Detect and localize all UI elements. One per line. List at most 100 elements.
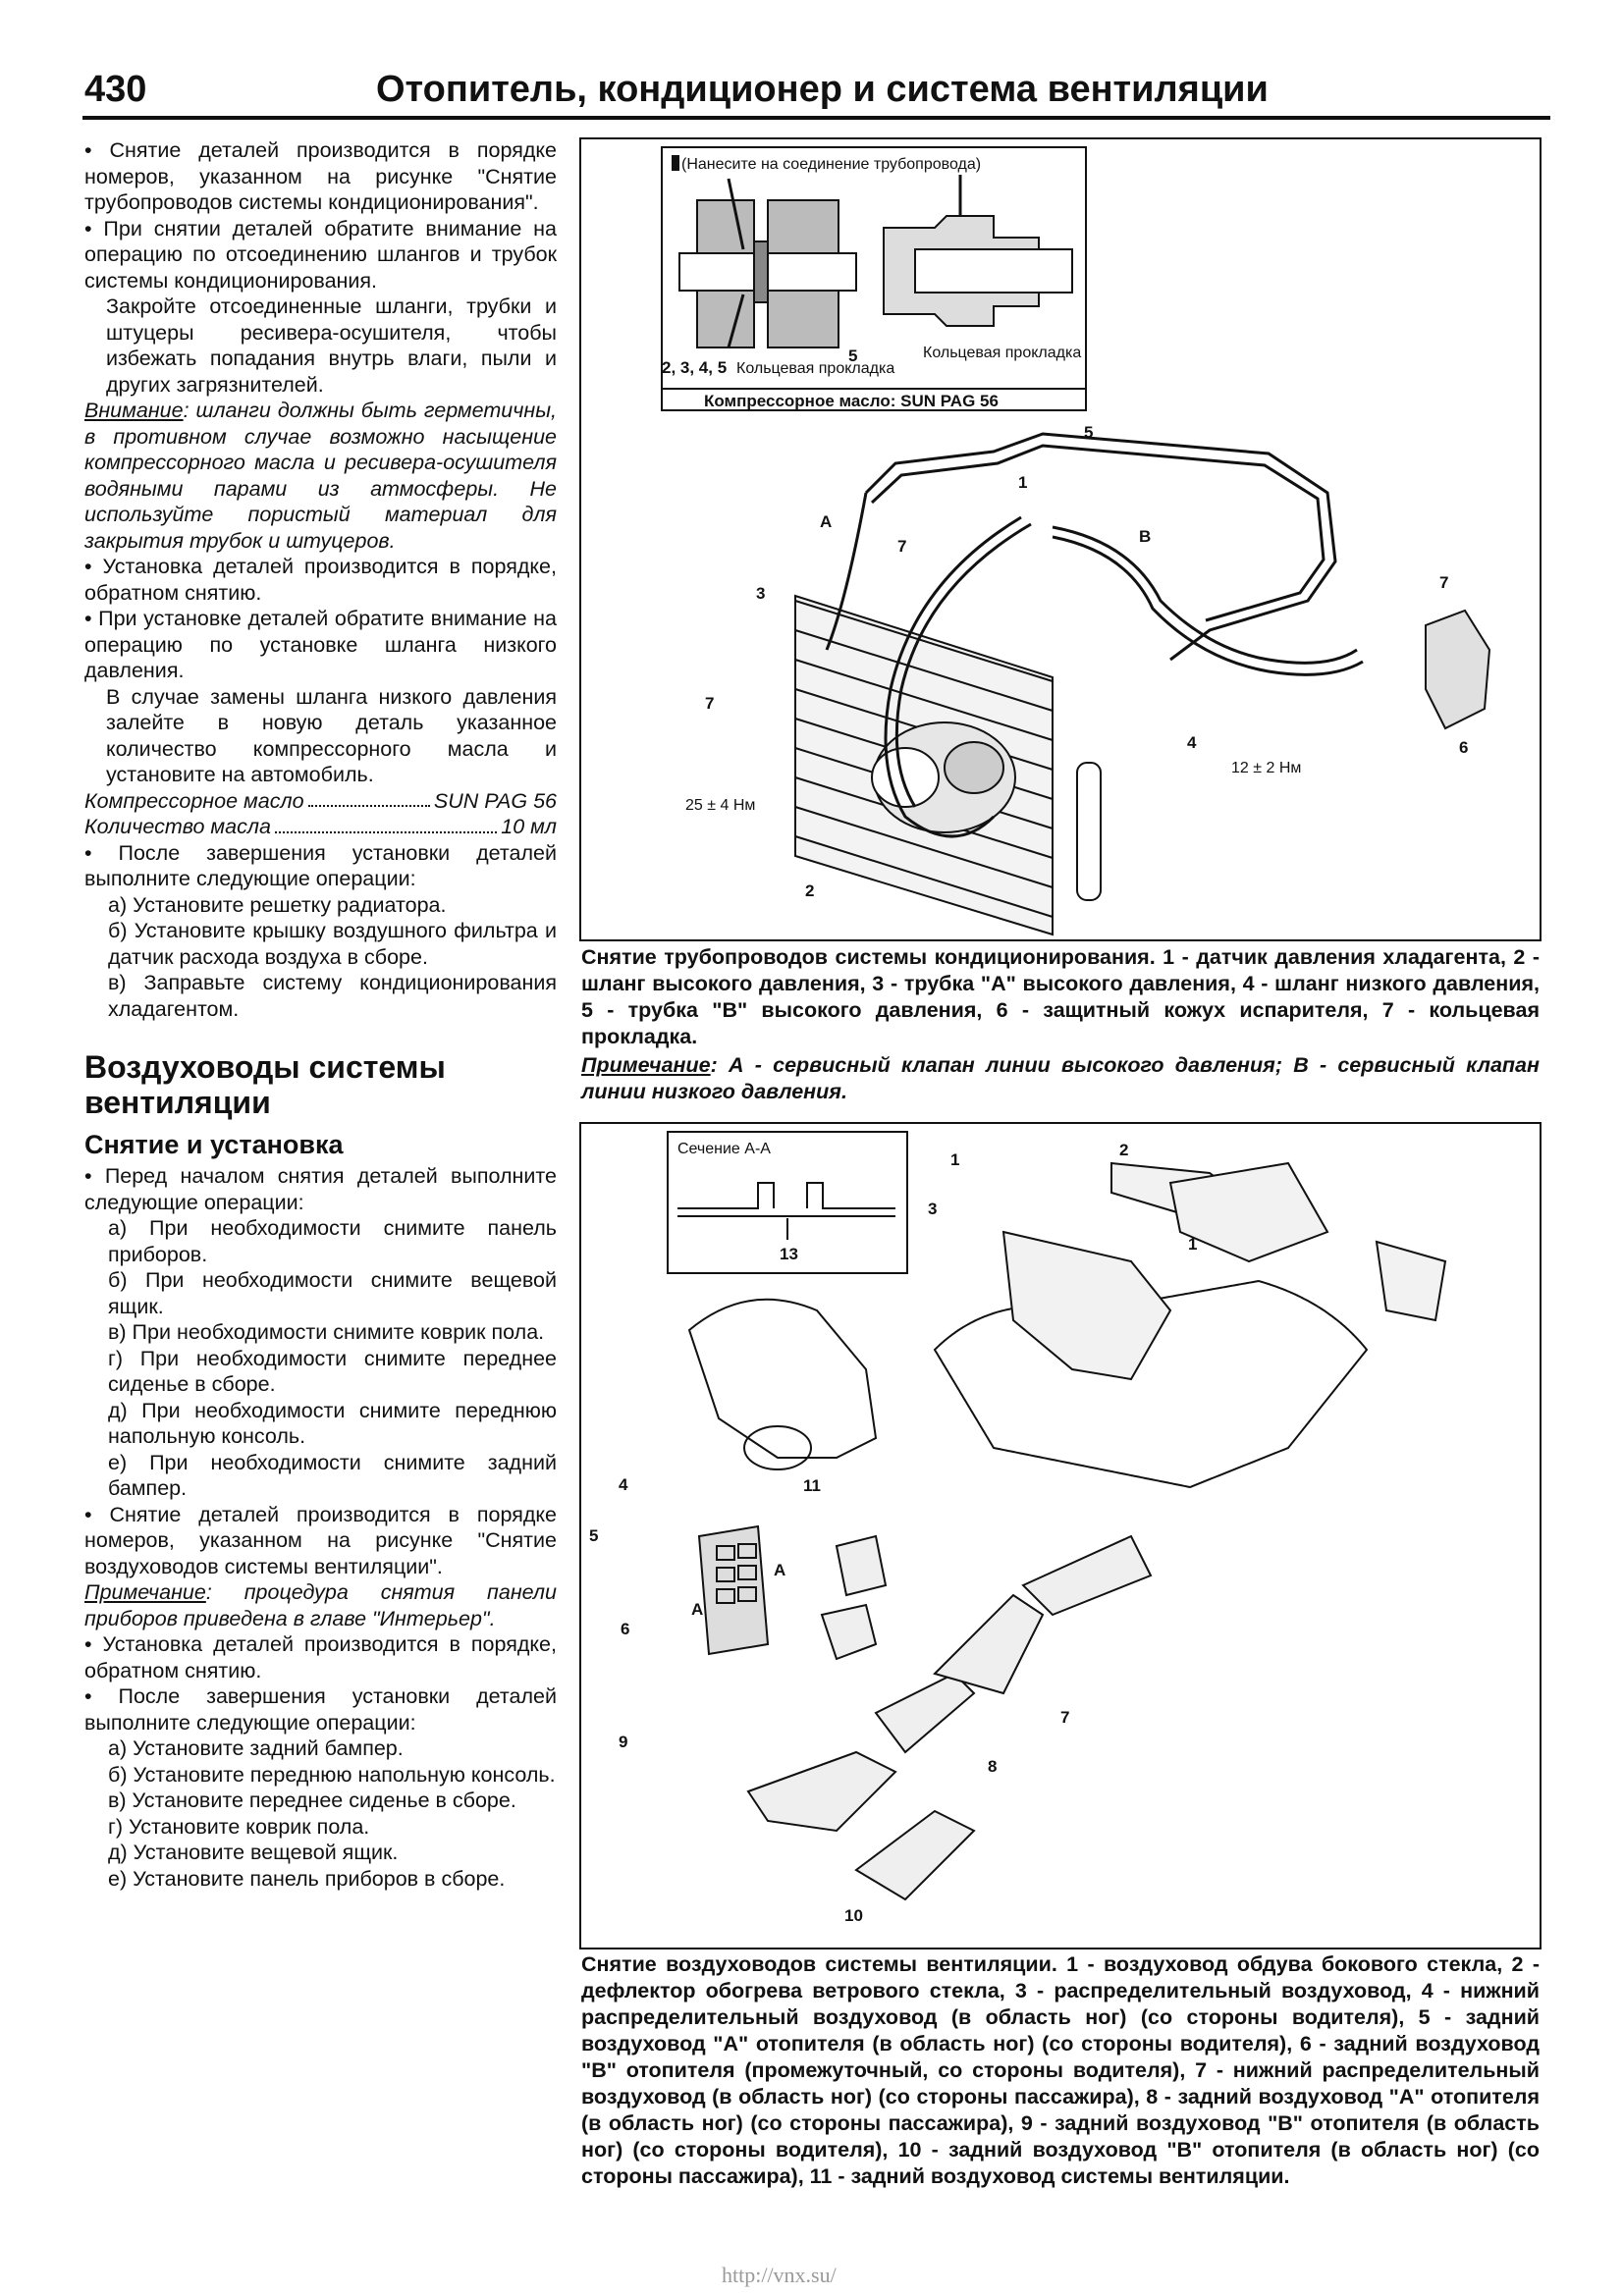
page-number: 430 [84,69,147,110]
list-item: г) При необходимости снимите переднее си… [108,1346,557,1397]
section-title: Воздуховоды системы вентиляции [84,1049,446,1120]
list-item: е) Установите панель приборов в сборе. [108,1866,506,1891]
section-inset-box [667,1131,908,1274]
spec-row-oil: Компрессорное масло SUN PAG 56 [84,788,557,815]
callout-6: 6 [621,1620,629,1638]
ac-piping-diagram: (Нанесите на соединение трубопровода) 2,… [661,146,1491,936]
warning-paragraph: Внимание: шланги должны быть герметичны,… [84,398,557,554]
callout-4: 4 [1187,733,1197,752]
bullet-paragraph: Установка деталей производится в порядке… [84,1631,557,1683]
callout-1b: 1 [1188,1235,1197,1254]
compressor-drawing [871,721,1016,833]
note-text: : А - сервисный клапан линии высокого да… [581,1053,1540,1103]
callout-3: 3 [928,1200,937,1218]
upper-ducts-drawing [1001,1161,1447,1381]
callout-3: 3 [756,584,765,603]
callout-13: 13 [780,1245,798,1263]
ventilation-ducts-figure: Сечение А-А 13 [579,1122,1542,1949]
callout-a2: A [774,1561,785,1579]
oil-marker-icon [672,155,679,171]
spec-value: 10 мл [501,815,557,838]
inset-note: (Нанесите на соединение трубопровода) [681,156,981,173]
pipe-joint-right-drawing [883,175,1073,327]
callout-7b: 7 [1439,573,1448,592]
list-item: е) При необходимости снимите задний бамп… [108,1450,557,1501]
inset-oil-label: Компрессорное масло: SUN PAG 56 [704,392,999,410]
paragraph: Закройте отсоединенные шланги, трубки и … [106,294,557,397]
inset-five-label: 5 [848,347,857,365]
note-text: : процедура снятия панели приборов приве… [84,1580,557,1630]
ac-piping-figure: (Нанесите на соединение трубопровода) 2,… [579,137,1542,941]
vehicle-body-drawing [687,1298,878,1470]
torque-compressor: 25 ± 4 Нм [685,797,755,814]
list-item: б) При необходимости снимите вещевой ящи… [108,1268,557,1318]
figure-1-caption: Снятие трубопроводов системы кондиционир… [581,945,1540,1048]
spec-label: Компрессорное масло [84,788,304,813]
list-item: д) При необходимости снимите переднюю на… [108,1398,557,1449]
note-label: Примечание [581,1053,711,1077]
header-rule [82,116,1550,120]
warning-label: Внимание [84,399,184,422]
list-item: в) При необходимости снимите коврик пола… [108,1320,545,1344]
leader-dots [307,788,430,807]
subsection-title: Снятие и установка [84,1130,344,1159]
list-item: в) Заправьте систему кондиционирования х… [108,971,557,1021]
lower-ducts-drawing [746,1534,1153,1901]
torque-low-pressure: 12 ± 2 Нм [1231,760,1301,776]
callout-a1: A [691,1600,703,1619]
bullet-paragraph: Снятие деталей производится в порядке но… [84,1502,557,1580]
callout-11: 11 [803,1476,821,1495]
callout-b: B [1139,527,1151,546]
bullet-paragraph: Установка деталей производится в порядке… [84,554,557,606]
section-drawing [677,1182,895,1240]
pipe-lines [825,432,1364,838]
spec-label: Количество масла [84,815,271,838]
figure-2-caption: Снятие воздуховодов системы вентиляции. … [581,1952,1540,2188]
bullet-paragraph: После завершения установки деталей выпол… [84,840,557,892]
list-item: г) Установите коврик пола. [108,1814,370,1839]
spec-row-amount: Количество масла 10 мл [84,814,557,840]
callout-7a: 7 [897,537,906,556]
inset-parts-label: 2, 3, 4, 5 [662,358,727,377]
list-item: в) Установите переднее сиденье в сборе. [108,1789,516,1812]
list-item: б) Установите крышку воздушного фильтра … [108,919,557,969]
callout-4: 4 [619,1475,628,1494]
oring-left-label: Кольцевая прокладка [736,360,894,377]
footer-url: http://vnx.su/ [722,2263,837,2287]
note-paragraph: Примечание: процедура снятия панели приб… [84,1579,557,1631]
warning-text: : шланги должны быть герметичны, в проти… [84,399,557,553]
list-item: б) Установите переднюю напольную консоль… [108,1762,556,1787]
leader-dots [274,814,498,833]
page-title: Отопитель, кондиционер и система вентиля… [376,69,1269,110]
callout-2: 2 [805,881,814,900]
pipe-joint-left-drawing [678,178,857,348]
bullet-paragraph: Перед началом снятия деталей выполните с… [84,1163,557,1215]
bullet-paragraph: При снятии деталей обратите внимание на … [84,216,557,294]
list-item: а) При необходимости снимите панель приб… [108,1216,557,1266]
oring-right-label: Кольцевая прокладка [923,345,1081,361]
callout-1a: 1 [950,1150,959,1169]
callout-1: 1 [1018,473,1027,492]
callout-5: 5 [589,1526,598,1545]
callout-8: 8 [988,1757,997,1776]
bullet-paragraph: Снятие деталей производится в порядке но… [84,137,557,216]
spec-value: SUN PAG 56 [433,788,557,813]
vent-grille-drawing [697,1524,770,1656]
callout-9: 9 [619,1733,627,1751]
paragraph: В случае замены шланга низкого давления … [106,684,557,787]
bullet-paragraph: После завершения установки деталей выпол… [84,1683,557,1735]
callout-a: A [820,512,832,531]
list-item: а) Установите решетку радиатора. [108,892,447,917]
figure-1-note: Примечание: А - сервисный клапан линии в… [581,1052,1540,1105]
callout-5: 5 [1084,423,1093,442]
evaporator-cover-drawing [1425,609,1491,730]
callout-7c: 7 [705,694,714,713]
callout-2: 2 [1119,1141,1128,1159]
ventilation-ducts-diagram: Сечение А-А 13 [589,1131,1447,1925]
callout-10: 10 [844,1906,863,1925]
section-label: Сечение А-А [677,1141,771,1157]
callout-6: 6 [1459,738,1468,757]
left-column: Снятие деталей производится в порядке но… [84,137,557,1892]
note-label: Примечание [84,1580,206,1604]
bullet-paragraph: При установке деталей обратите внимание … [84,606,557,684]
